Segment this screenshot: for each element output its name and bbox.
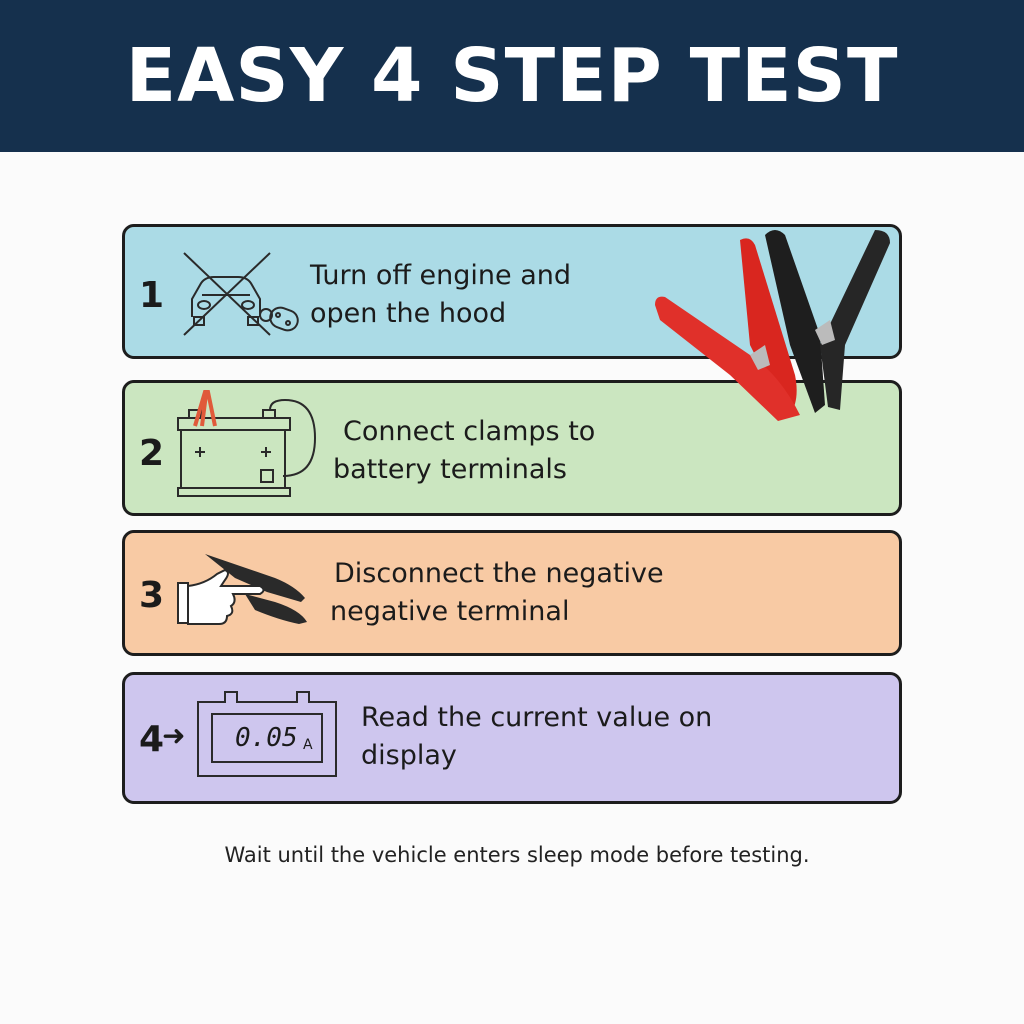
step-text-line: Read the current value on: [361, 702, 713, 733]
step-number: 3: [139, 575, 165, 616]
step-text-line: open the hood: [310, 298, 507, 329]
step-text-line: display: [361, 740, 457, 771]
battery-clamps-illustration: [655, 230, 890, 421]
step-number: 4: [139, 719, 165, 760]
footer-note: Wait until the vehicle enters sleep mode…: [224, 843, 810, 867]
step-2-text: Connect clamps to battery terminals: [333, 413, 595, 489]
car-off-key-icon: [183, 252, 299, 336]
page-title: EASY 4 STEP TEST: [125, 33, 899, 119]
step-text-line: Disconnect the negative: [334, 558, 664, 589]
current-unit: A: [303, 737, 313, 753]
step-text-line: battery terminals: [333, 454, 567, 485]
arrow-right-icon: ➜: [162, 719, 186, 752]
battery-clamp-icon: [177, 390, 317, 497]
step-4-card: 4 ➜ 0.05 A Read the current value on dis…: [122, 672, 902, 804]
step-text-line: negative terminal: [330, 596, 570, 627]
current-display: 0.05 A: [211, 713, 323, 763]
step-number: 2: [139, 433, 165, 474]
current-value: 0.05: [235, 723, 298, 753]
step-3-card: 3 Disconnect the negative negative termi…: [122, 530, 902, 656]
step-3-text: Disconnect the negative negative termina…: [330, 555, 664, 631]
battery-display-icon: 0.05 A: [197, 691, 337, 777]
step-1-text: Turn off engine and open the hood: [310, 257, 571, 333]
step-4-text: Read the current value on display: [361, 699, 712, 775]
step-text-line: Turn off engine and: [310, 260, 571, 291]
hand-clamp-icon: [177, 554, 307, 625]
header-banner: EASY 4 STEP TEST: [0, 0, 1024, 152]
step-number: 1: [139, 275, 165, 316]
step-text-line: Connect clamps to: [343, 416, 596, 447]
